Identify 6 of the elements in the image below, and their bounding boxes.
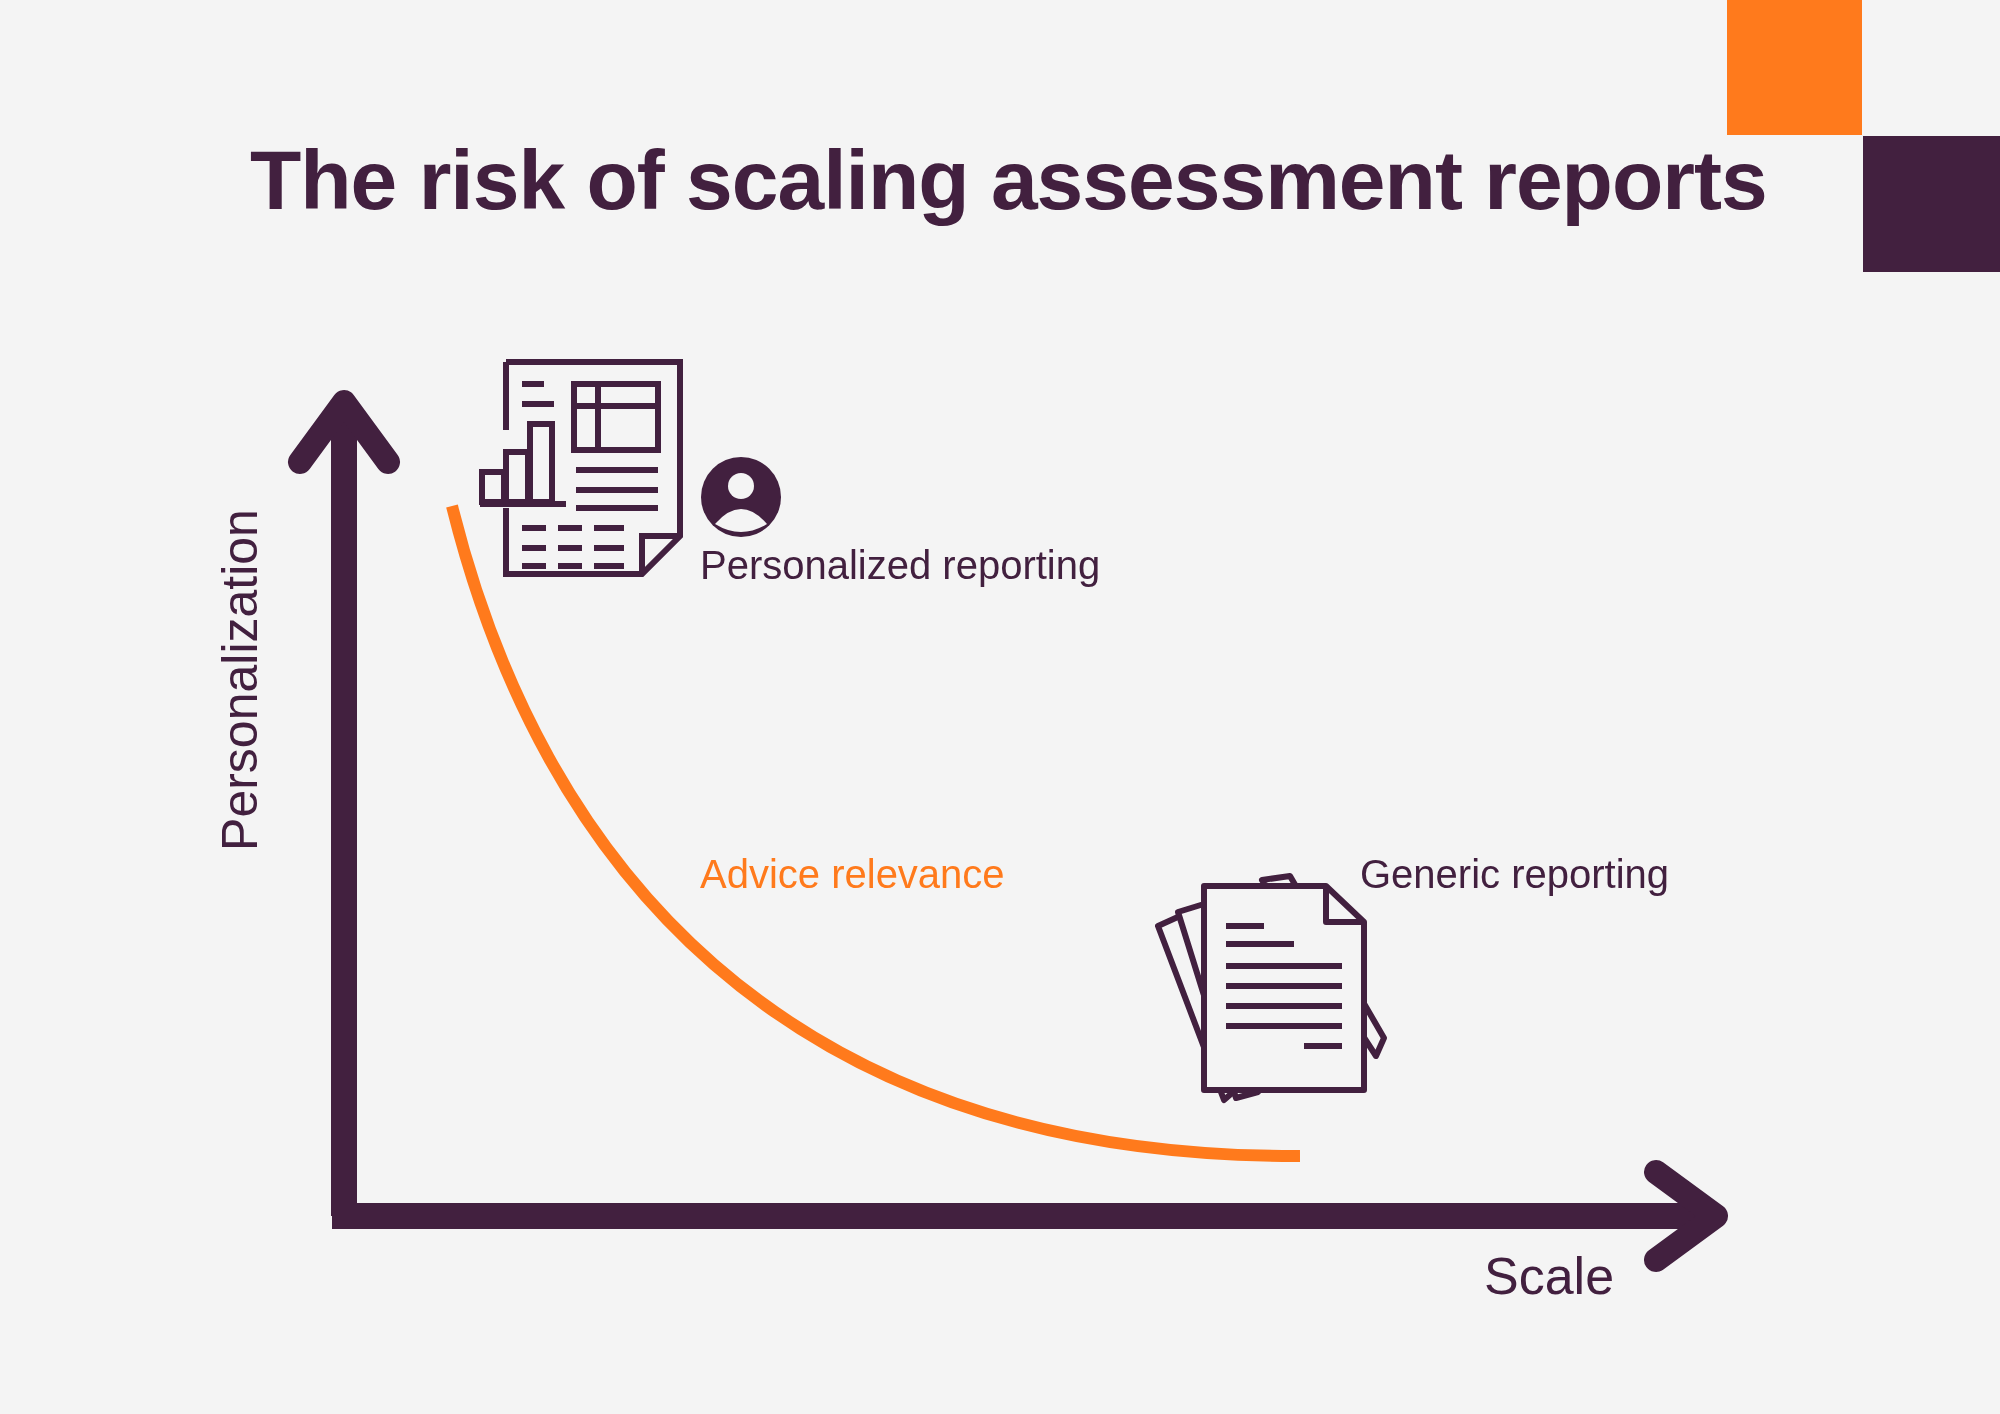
icon-caption: Personalized reporting bbox=[700, 543, 1101, 587]
curve-label: Advice relevance bbox=[700, 852, 1005, 896]
title: The risk of scaling assessment reports bbox=[250, 132, 1767, 229]
axis-label: Scale bbox=[1484, 1248, 1615, 1306]
axis-label: Personalization bbox=[215, 509, 265, 851]
icon-caption: Generic reporting bbox=[1360, 852, 1670, 896]
